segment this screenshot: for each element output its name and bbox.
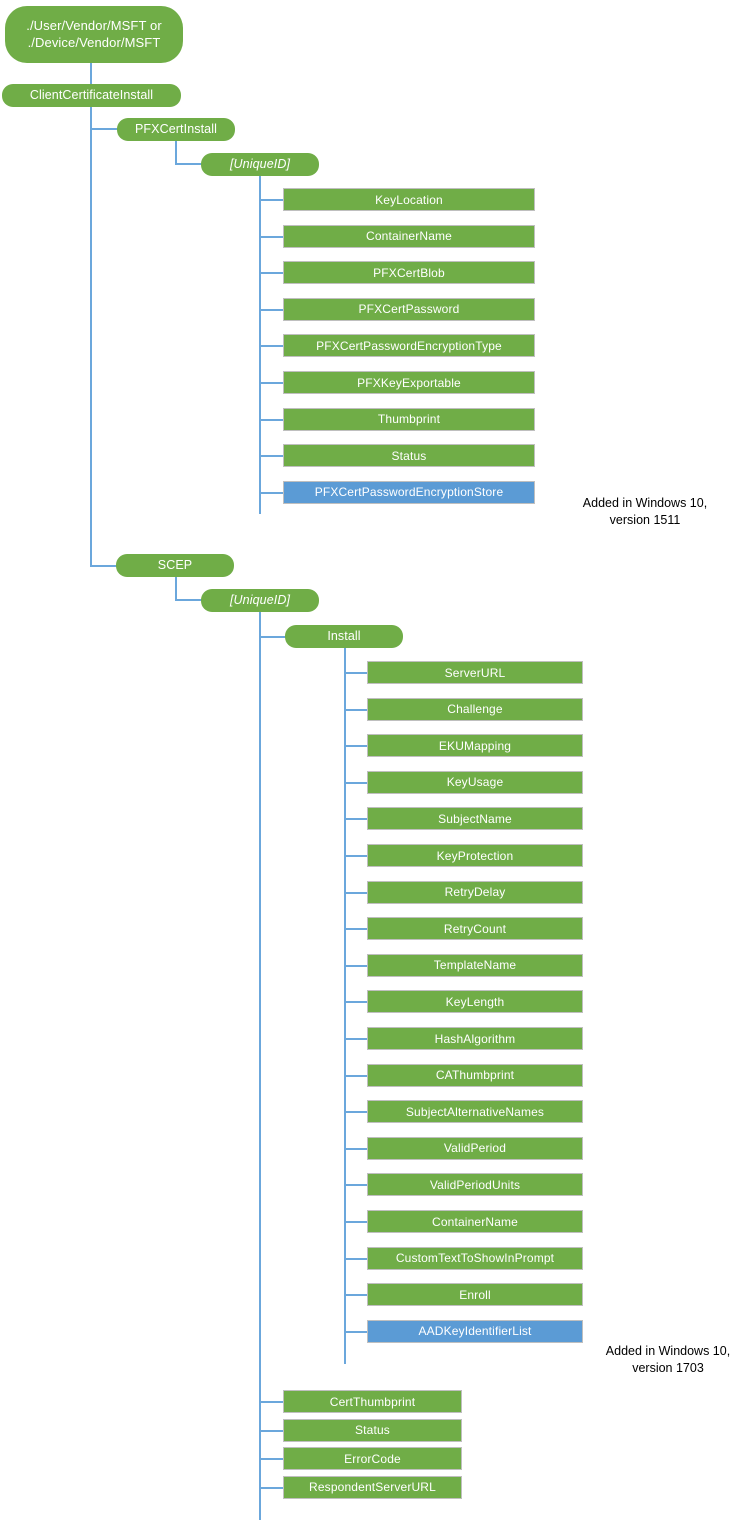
scep-install-leaf-connector	[344, 1038, 367, 1040]
scep-install-leaf-retrydelay[interactable]: RetryDelay	[367, 880, 583, 904]
pfx-leaf-connector	[259, 199, 283, 201]
node-scep[interactable]: SCEP	[116, 554, 234, 577]
pfx-leaf-connector	[259, 272, 283, 275]
scep-install-leaf-hashalgorithm[interactable]: HashAlgorithm	[367, 1027, 583, 1050]
pfx-leaf-status[interactable]: Status	[283, 444, 535, 468]
scep-install-leaf-keyusage[interactable]: KeyUsage	[367, 770, 583, 794]
pfx-leaf-connector	[259, 491, 283, 494]
scep-install-leaf-connector	[344, 1221, 367, 1223]
scep-install-leaf-connector	[344, 964, 367, 967]
scep-install-leaf-connector	[344, 1330, 367, 1333]
scep-install-leaf-connector	[344, 781, 367, 784]
pfx-leaf-connector	[259, 382, 283, 384]
scep-install-leaf-connector	[344, 1294, 367, 1297]
scep-install-leaf-customtexttoshowinprompt[interactable]: CustomTextToShowInPrompt	[367, 1246, 583, 1270]
pfx-leaf-keylocation[interactable]: KeyLocation	[283, 188, 535, 211]
scep-leaf-errorcode[interactable]: ErrorCode	[283, 1447, 462, 1471]
connector-scep-spine	[175, 577, 177, 600]
scep-install-leaf-cathumbprint[interactable]: CAThumbprint	[367, 1063, 583, 1087]
connector-cci-to-pfxcertinstall	[90, 128, 126, 130]
pfx-leaf-pfxcertpasswordencryptionstore[interactable]: PFXCertPasswordEncryptionStore	[283, 480, 535, 504]
scep-install-leaf-retrycount[interactable]: RetryCount	[367, 917, 583, 941]
scep-install-leaf-connector	[344, 1074, 367, 1077]
scep-install-leaf-connector	[344, 1147, 367, 1150]
scep-install-leaf-connector	[344, 1111, 367, 1114]
scep-leaf-connector	[259, 1486, 283, 1489]
scep-install-leaf-connector	[344, 1257, 367, 1260]
connector-pfxcertinstall-spine	[175, 140, 177, 164]
scep-leaf-certthumbprint[interactable]: CertThumbprint	[283, 1390, 462, 1413]
scep-install-leaf-validperiod[interactable]: ValidPeriod	[367, 1136, 583, 1160]
scep-install-leaf-connector	[344, 1001, 367, 1004]
connector-scep-to-uniqueid	[175, 599, 208, 601]
scep-install-leaf-subjectname[interactable]: SubjectName	[367, 807, 583, 831]
pfx-leaf-connector	[259, 345, 283, 348]
scep-leaf-connector	[259, 1401, 283, 1403]
scep-install-leaf-connector	[344, 745, 367, 748]
pfx-leaf-pfxcertblob[interactable]: PFXCertBlob	[283, 261, 535, 285]
scep-install-leaf-enroll[interactable]: Enroll	[367, 1283, 583, 1307]
note-added-windows-1511: Added in Windows 10, version 1511	[582, 496, 708, 527]
connector-root-to-clientcertificateinstall	[90, 62, 92, 85]
pfx-leaf-connector	[259, 235, 283, 238]
scep-install-leaf-connector	[344, 1184, 367, 1187]
scep-leaf-respondentserverurl[interactable]: RespondentServerURL	[283, 1475, 462, 1499]
node-pfxcertinstall[interactable]: PFXCertInstall	[117, 118, 235, 141]
scep-install-leaf-templatename[interactable]: TemplateName	[367, 953, 583, 977]
scep-install-leaf-connector	[344, 672, 367, 674]
connector-scep-uniqueid-to-install	[259, 636, 289, 638]
scep-install-leaf-connector	[344, 708, 367, 711]
scep-install-leaf-challenge[interactable]: Challenge	[367, 697, 583, 721]
scep-install-leaf-keyprotection[interactable]: KeyProtection	[367, 844, 583, 867]
scep-install-leaf-serverurl[interactable]: ServerURL	[367, 661, 583, 684]
pfx-leaf-connector	[259, 418, 283, 421]
scep-install-leaf-containername[interactable]: ContainerName	[367, 1210, 583, 1233]
scep-leaf-connector	[259, 1458, 283, 1461]
scep-install-leaf-connector	[344, 818, 367, 821]
scep-install-leaf-ekumapping[interactable]: EKUMapping	[367, 734, 583, 758]
scep-leaf-connector	[259, 1429, 283, 1432]
connector-pfxcertinstall-to-uniqueid	[175, 163, 207, 165]
pfx-leaf-pfxcertpassword[interactable]: PFXCertPassword	[283, 297, 535, 321]
scep-install-leaf-aadkeyidentifierlist[interactable]: AADKeyIdentifierList	[367, 1319, 583, 1343]
pfx-leaf-containername[interactable]: ContainerName	[283, 224, 535, 248]
node-scep-uniqueid[interactable]: [UniqueID]	[201, 589, 319, 612]
node-clientcertificateinstall[interactable]: ClientCertificateInstall	[2, 84, 181, 107]
scep-install-leaf-keylength[interactable]: KeyLength	[367, 990, 583, 1014]
node-root[interactable]: ./User/Vendor/MSFT or ./Device/Vendor/MS…	[5, 6, 183, 63]
node-pfx-uniqueid[interactable]: [UniqueID]	[201, 153, 319, 176]
scep-install-leaf-subjectalternativenames[interactable]: SubjectAlternativeNames	[367, 1100, 583, 1124]
node-scep-install[interactable]: Install	[285, 625, 403, 648]
pfx-leaf-thumbprint[interactable]: Thumbprint	[283, 407, 535, 431]
pfx-leaf-pfxkeyexportable[interactable]: PFXKeyExportable	[283, 371, 535, 394]
connector-pfx-uniqueid-spine	[259, 176, 261, 514]
note-added-windows-1703: Added in Windows 10, version 1703	[605, 1344, 731, 1375]
scep-install-leaf-connector	[344, 928, 367, 931]
pfx-leaf-pfxcertpasswordencryptiontype[interactable]: PFXCertPasswordEncryptionType	[283, 334, 535, 358]
connector-install-spine	[344, 648, 346, 1364]
scep-leaf-status[interactable]: Status	[283, 1418, 462, 1442]
scep-install-leaf-connector	[344, 855, 367, 857]
connector-cci-to-scep	[90, 565, 118, 567]
connector-cci-spine	[90, 105, 92, 567]
pfx-leaf-connector	[259, 455, 283, 458]
scep-install-leaf-connector	[344, 891, 367, 894]
connector-scep-uniqueid-spine	[259, 612, 261, 1520]
pfx-leaf-connector	[259, 308, 283, 311]
scep-install-leaf-validperiodunits[interactable]: ValidPeriodUnits	[367, 1173, 583, 1197]
